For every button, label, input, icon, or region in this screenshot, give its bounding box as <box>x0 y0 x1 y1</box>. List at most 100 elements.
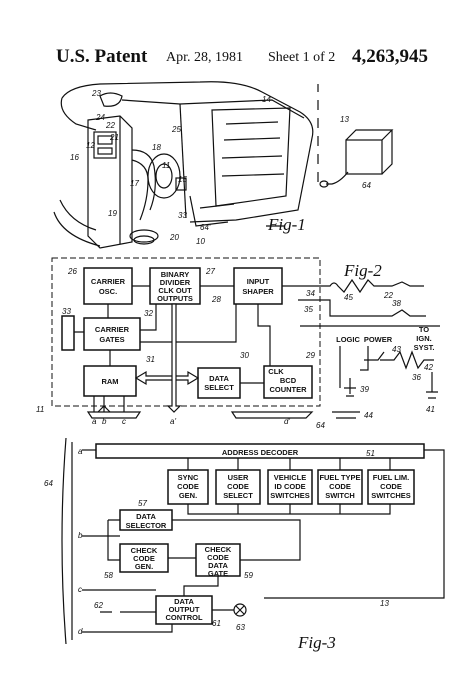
data-output-block <box>155 595 213 625</box>
fig2-ref: 30 <box>240 351 249 360</box>
signal-label: c <box>78 585 82 594</box>
fig1-ref: 11 <box>162 161 170 170</box>
fig2-ref: 34 <box>306 289 315 298</box>
label: CHECK <box>205 545 232 554</box>
label: SWITCHES <box>270 491 310 500</box>
fig3-ref: 61 <box>212 619 221 628</box>
signal-label: b <box>78 531 83 540</box>
fig2-ref: 32 <box>144 309 153 318</box>
label: SELECT <box>204 383 234 392</box>
fig2-ref: 29 <box>305 351 315 360</box>
fig1-ref: 64 <box>362 181 371 190</box>
label: SELECTOR <box>126 521 167 530</box>
label: OUTPUTS <box>157 294 193 303</box>
to-ign-label-1: TO <box>419 325 429 334</box>
label: CLK OUT <box>158 286 192 295</box>
label: SWITCHES <box>371 491 411 500</box>
fig3-ref: 59 <box>244 571 253 580</box>
fig1-ref: 33 <box>178 211 187 220</box>
fig3-ref: 64 <box>44 479 53 488</box>
fig1-ref: 19 <box>108 209 117 218</box>
label: BINARY <box>161 270 189 279</box>
label: DATA <box>174 597 194 606</box>
label: USER <box>228 473 249 482</box>
label: SYNC <box>178 473 199 482</box>
clk-bus-arrow <box>166 303 182 413</box>
label: INPUT <box>247 277 270 286</box>
fig1-ref: 22 <box>105 121 115 130</box>
fig2-ref: 22 <box>383 291 393 300</box>
fig2-reference-numerals: 26 27 28 33 32 31 30 29 34 45 22 35 38 4… <box>36 261 435 430</box>
fig2-ref: 41 <box>426 405 435 414</box>
power-label: POWER <box>364 335 393 344</box>
label: DATA <box>136 512 156 521</box>
label: SHAPER <box>242 287 274 296</box>
fig2-ref: 31 <box>146 355 155 364</box>
signal-label: d <box>78 627 83 636</box>
label: GEN. <box>179 491 197 500</box>
to-ign-label-2: IGN. <box>416 334 431 343</box>
label: CODE <box>207 553 229 562</box>
fig2-ref: 26 <box>67 267 77 276</box>
fig3-ref: 62 <box>94 601 103 610</box>
carrier-osc-block <box>83 267 133 305</box>
fig1-ref: 12 <box>86 141 95 150</box>
fig2-block-labels: CARRIER OSC. BINARY DIVIDER CLK OUT OUTP… <box>91 270 307 394</box>
patent-header: U.S. Patent Apr. 28, 1981 Sheet 1 of 2 4… <box>0 46 474 70</box>
fig3-block-labels: ADDRESS DECODER SYNC CODE GEN. USER CODE… <box>126 448 411 622</box>
ram-block <box>83 365 137 397</box>
fig1-ref: 24 <box>95 113 105 122</box>
label: CARRIER <box>91 277 126 286</box>
label: DATA <box>209 374 229 383</box>
data-select-block <box>197 367 241 399</box>
signal-label: a <box>78 447 83 456</box>
fig1-ref: 17 <box>130 179 139 188</box>
to-ign-label-3: SYST. <box>414 343 435 352</box>
fig3-ref: 51 <box>366 449 375 458</box>
label: CONTROL <box>165 613 202 622</box>
label: CHECK <box>131 546 158 555</box>
label: GATE <box>208 569 228 578</box>
bus-label: d' <box>284 417 290 426</box>
fig2-ref: 39 <box>360 385 369 394</box>
sync-block <box>167 469 209 505</box>
fig1-caption: Fig-1 <box>267 215 306 234</box>
label: CODE <box>133 554 155 563</box>
patent-date: Apr. 28, 1981 <box>166 50 243 65</box>
fig2-ref: 33 <box>62 307 71 316</box>
fig3-reference-numerals: 64 51 57 58 59 62 61 63 13 Fig-3 <box>44 449 389 652</box>
fig2-ref: 11 <box>36 405 44 414</box>
bus-label: a' <box>170 417 176 426</box>
fig1-ref: 13 <box>340 115 349 124</box>
carrier-gates-block <box>83 317 141 351</box>
label: CODE <box>227 482 249 491</box>
fig3-ref: 58 <box>104 571 113 580</box>
fig2-ref: 42 <box>424 363 433 372</box>
label: COUNTER <box>269 385 307 394</box>
label: SELECT <box>223 491 253 500</box>
label: GEN. <box>135 562 153 571</box>
fig1-ref: 10 <box>196 237 205 246</box>
fig1-ref: 20 <box>169 233 179 242</box>
fig1-ref: 18 <box>152 143 161 152</box>
label: OSC. <box>99 287 117 296</box>
bus-label: a <box>92 417 97 426</box>
fig2-ref: 45 <box>344 293 353 302</box>
patent-number: 4,263,945 <box>352 46 428 67</box>
label: BCD <box>280 376 297 385</box>
fig2-ref: 36 <box>412 373 421 382</box>
fig1-ref: 14 <box>262 95 271 104</box>
label: VEHICLE <box>274 473 307 482</box>
fig1-ref: 25 <box>171 125 181 134</box>
label: GATES <box>99 335 124 344</box>
fig2-caption: Fig-2 <box>343 261 382 280</box>
fig1-ref: 23 <box>91 89 101 98</box>
fig1-illustration <box>53 81 394 249</box>
fig1-ref: 64' <box>200 223 211 232</box>
fig2-ref: 38 <box>392 299 401 308</box>
label: CARRIER <box>95 325 130 334</box>
fig3-ref: 57 <box>138 499 147 508</box>
bcd-counter-block <box>263 365 313 399</box>
fig1-reference-numerals: 23 24 22 21 12 14 25 16 17 18 11 15 19 3… <box>70 89 371 246</box>
